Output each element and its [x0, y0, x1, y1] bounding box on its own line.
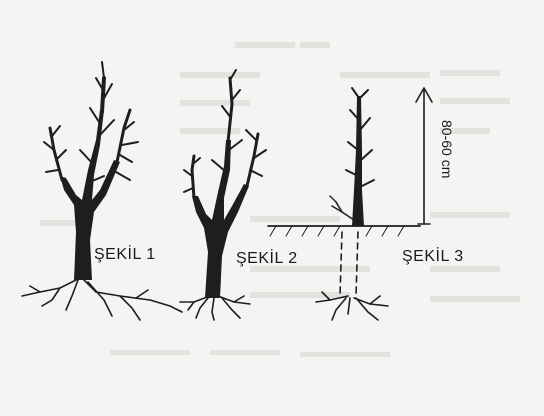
bleed-through-background: [40, 42, 520, 357]
tree-figure-2: [180, 70, 266, 320]
height-arrow: [416, 88, 432, 224]
trunk-2: [192, 140, 249, 298]
dashed-root-guides: [340, 232, 358, 296]
ground-hatching: [270, 226, 404, 236]
branches-3: [330, 88, 374, 220]
height-measurement-label: 80-60 cm: [439, 120, 455, 178]
figure-1-label: ŞEKİL 1: [94, 246, 156, 264]
roots-2: [180, 296, 250, 320]
roots-1: [22, 278, 182, 320]
roots-3: [316, 292, 388, 320]
tree-figure-3: [268, 88, 432, 320]
tree-figure-1: [22, 62, 182, 320]
figure-3-label: ŞEKİL 3: [402, 248, 464, 266]
figure-2-label: ŞEKİL 2: [236, 250, 298, 268]
